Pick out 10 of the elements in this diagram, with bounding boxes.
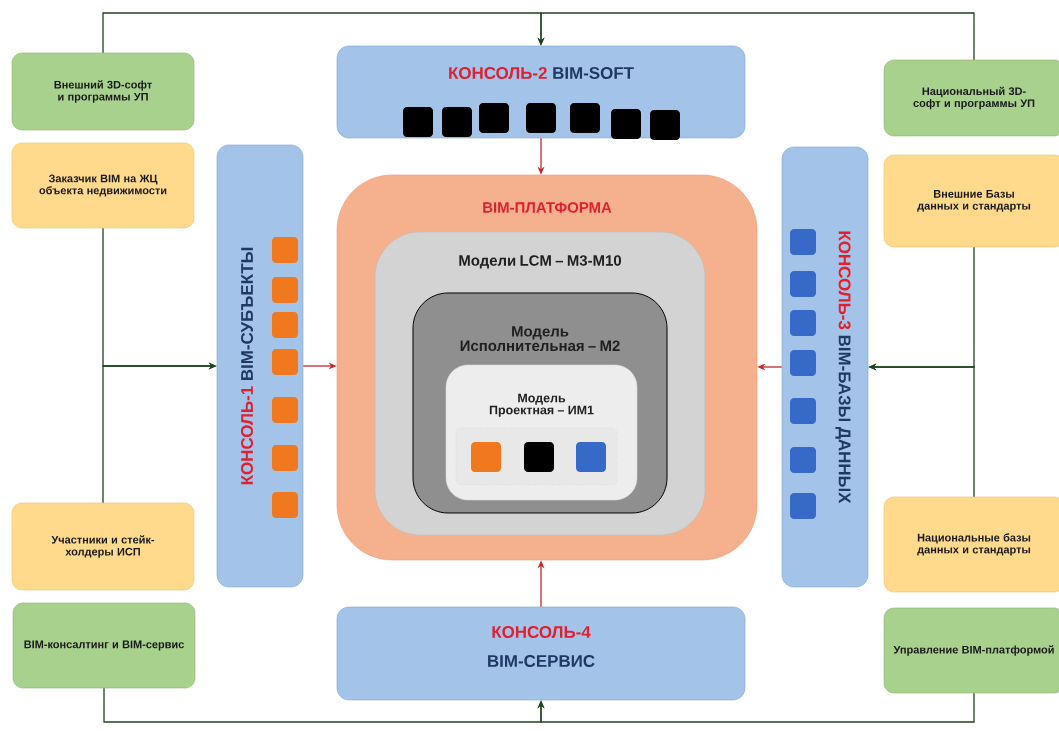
console-panel: КОНСОЛЬ-4 BIM-СЕРВИС [336, 606, 746, 701]
process-box: Участники и стейк-холдеры ИСП [11, 502, 195, 591]
process-box: Управление BIM-платформой [883, 607, 1059, 694]
process-box: Внешний 3D-софт и программы УП [11, 52, 195, 131]
process-box: Заказчик BIM на ЖЦ объекта недвижимости [11, 142, 195, 229]
process-box: Национальный 3D-софт и программы УП [883, 59, 1059, 137]
process-box: BIM-консалтинг и BIM-сервис [12, 602, 196, 689]
process-box: Внешние Базы данных и стандарты [883, 154, 1059, 248]
process-box: Национальные базы данных и стандарты [883, 496, 1059, 593]
arrow [537, 692, 975, 723]
